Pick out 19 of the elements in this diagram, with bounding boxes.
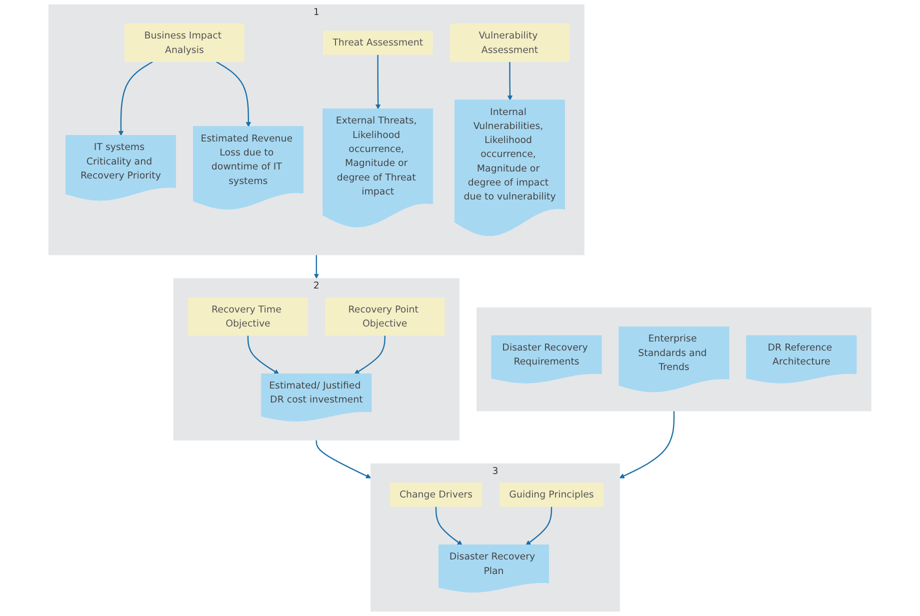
node-box: Recovery Time Objective	[188, 297, 308, 336]
arrow	[376, 54, 381, 110]
arrow	[314, 254, 320, 279]
node-box: Recovery Point Objective	[325, 297, 445, 336]
node-box: Threat Assessment	[323, 30, 433, 55]
node-box: Guiding Principles	[500, 482, 604, 507]
arrow	[248, 335, 280, 374]
arrow	[508, 62, 513, 101]
arrow	[526, 506, 552, 546]
arrow	[619, 410, 675, 478]
node-box: Change Drivers	[390, 482, 482, 507]
arrow	[316, 440, 372, 478]
arrow	[436, 506, 463, 546]
node-box: Vulnerability Assessment	[450, 24, 570, 62]
cluster	[476, 307, 872, 412]
arrow	[354, 335, 386, 374]
node-box: Business Impact Analysis	[124, 24, 244, 62]
arrow	[118, 61, 154, 136]
arrow	[216, 61, 252, 128]
